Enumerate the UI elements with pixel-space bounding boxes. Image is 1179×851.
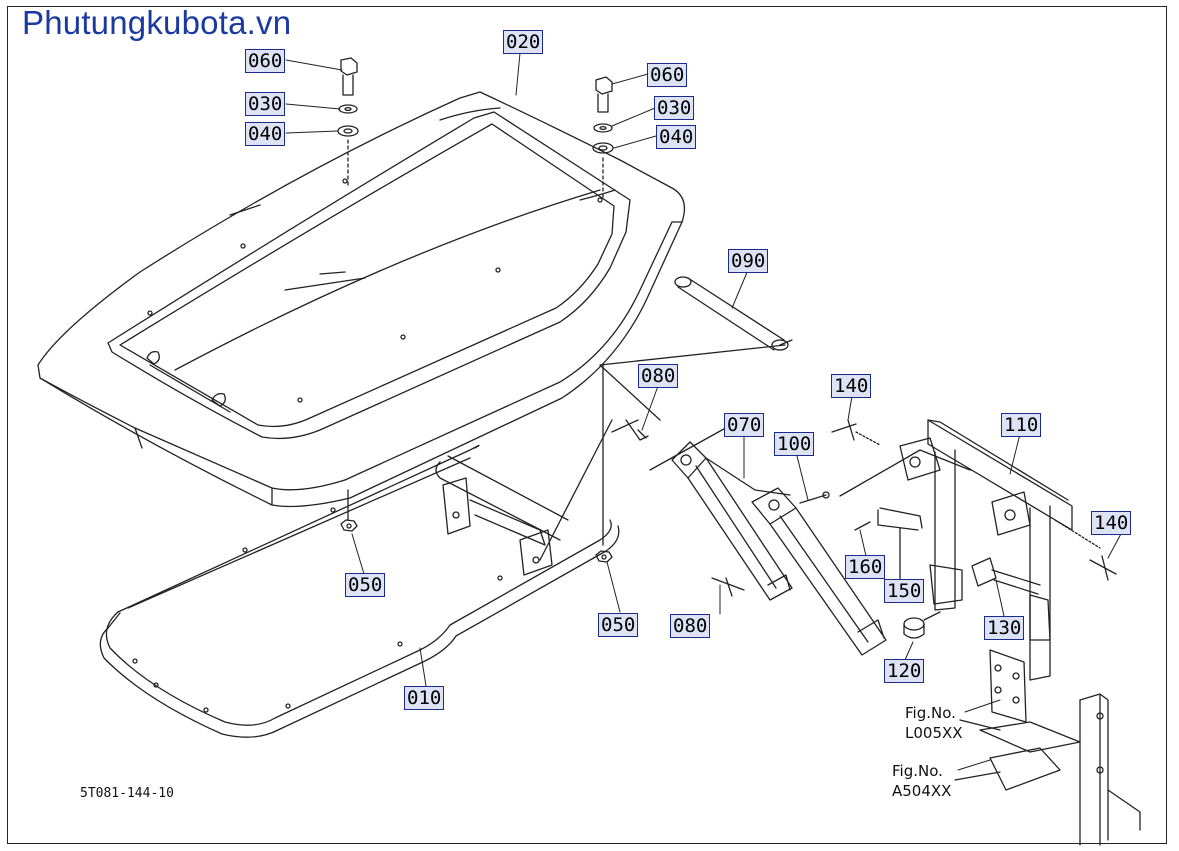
part-label-060-right[interactable]: 060 <box>647 63 688 87</box>
diagram-frame <box>7 6 1167 844</box>
drawing-code: 5T081-144-10 <box>80 786 174 801</box>
pin-080-bottom <box>711 577 745 597</box>
fig-ref-number: A504XX <box>892 782 952 800</box>
part-label-040-left[interactable]: 040 <box>245 122 286 146</box>
pin-140-right <box>1089 555 1117 581</box>
part-label-060-left[interactable]: 060 <box>245 49 286 73</box>
bracket-assembly <box>899 419 1101 681</box>
pin-080-top <box>611 419 649 441</box>
part-label-140-top[interactable]: 140 <box>831 374 872 398</box>
part-label-050-left[interactable]: 050 <box>345 573 386 597</box>
fig-ref-a504xx[interactable]: Fig.No. A504XX <box>892 761 951 801</box>
part-label-160[interactable]: 160 <box>845 555 886 579</box>
leader-lines <box>285 52 1123 771</box>
part-label-140-right[interactable]: 140 <box>1091 511 1132 535</box>
base-frame <box>99 444 620 738</box>
fig-ref-number: L005XX <box>905 724 963 742</box>
part-label-110[interactable]: 110 <box>1001 413 1042 437</box>
cover-shell <box>37 91 686 508</box>
part-label-020[interactable]: 020 <box>503 30 544 54</box>
pin-140-top <box>831 419 881 446</box>
support-arm <box>649 419 887 656</box>
part-label-080-top[interactable]: 080 <box>638 364 679 388</box>
pivot-shaft <box>539 276 793 561</box>
part-label-050-right[interactable]: 050 <box>598 613 639 637</box>
left-bolt-stack <box>337 57 359 532</box>
knob-120 <box>903 611 941 639</box>
fig-ref-l005xx[interactable]: Fig.No. L005XX <box>905 703 963 743</box>
part-label-080-bottom[interactable]: 080 <box>670 614 711 638</box>
part-label-030-left[interactable]: 030 <box>245 92 286 116</box>
part-label-030-right[interactable]: 030 <box>654 96 695 120</box>
part-label-120[interactable]: 120 <box>884 659 925 683</box>
fig-ref-title: Fig.No. <box>892 762 943 780</box>
bolt-130 <box>971 557 1041 595</box>
part-label-090[interactable]: 090 <box>728 249 769 273</box>
fig-ref-title: Fig.No. <box>905 704 956 722</box>
part-label-070[interactable]: 070 <box>724 413 765 437</box>
lower-mount <box>954 649 1141 846</box>
part-label-130[interactable]: 130 <box>984 616 1025 640</box>
pin-100 <box>799 491 830 504</box>
right-bolt-stack <box>592 76 614 563</box>
part-label-010[interactable]: 010 <box>404 686 445 710</box>
part-label-100[interactable]: 100 <box>774 432 815 456</box>
site-title: Phutungkubota.vn <box>22 4 292 41</box>
part-label-150[interactable]: 150 <box>884 579 925 603</box>
part-label-040-right[interactable]: 040 <box>656 125 697 149</box>
